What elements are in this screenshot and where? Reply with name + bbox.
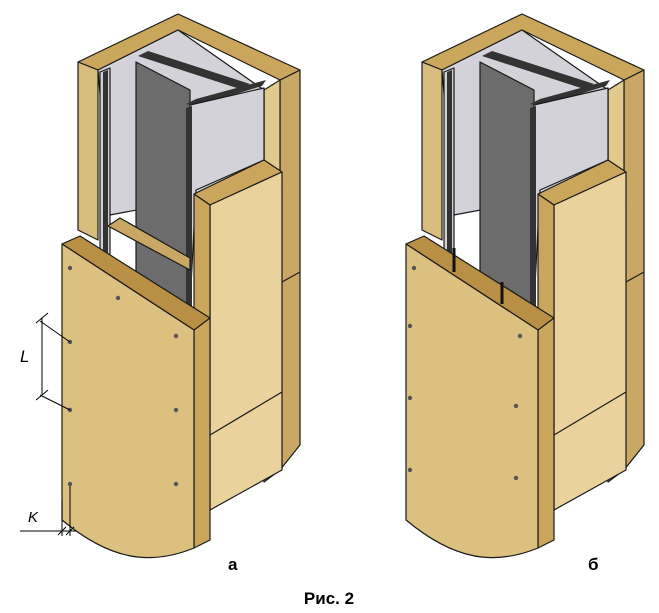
inner-board-left — [107, 217, 191, 271]
steel-flange-right-edge — [186, 106, 192, 312]
dim-spacing-label: L — [20, 347, 29, 366]
figure-caption: Рис. 2 — [304, 589, 354, 608]
right-board-front — [209, 171, 283, 511]
steel-bottom-flange — [186, 80, 266, 106]
screw-icon — [67, 481, 73, 487]
screw-icon — [115, 295, 121, 301]
right-board-joint — [209, 391, 283, 436]
dimension-l — [35, 312, 71, 411]
screw-icon — [407, 323, 413, 329]
screws-b — [407, 265, 523, 481]
right-board-front — [553, 171, 627, 511]
steel-flange-right-edge — [530, 106, 536, 312]
screw-icon — [173, 407, 179, 413]
steel-bottom-flange — [530, 80, 610, 106]
steel-top-flange — [138, 51, 250, 89]
dim-edge-label: K — [28, 509, 39, 526]
screw-icon — [517, 333, 523, 339]
front-panel-face — [405, 243, 539, 559]
steel-top-flange — [482, 51, 594, 89]
back-right-joint — [281, 271, 301, 283]
screw-icon — [173, 333, 179, 339]
back-right-joint — [625, 271, 645, 283]
steel-web — [135, 61, 191, 306]
steel-flange-left-edge — [103, 70, 108, 258]
screw-icon — [67, 265, 73, 271]
back-left-board — [77, 61, 99, 241]
right-board-joint — [553, 391, 627, 436]
variant-a-label: а — [228, 555, 238, 574]
right-board-side — [537, 193, 555, 549]
screw-icon — [407, 395, 413, 401]
steel-web — [479, 61, 535, 306]
back-left-board — [421, 61, 443, 241]
column-assembly-a: L K — [20, 13, 301, 559]
screw-icon — [513, 475, 519, 481]
screw-icon — [407, 467, 413, 473]
right-board-side — [193, 193, 211, 549]
back-right-board-side — [279, 69, 301, 471]
variant-b-label: б — [588, 555, 599, 574]
column-assembly-b — [405, 13, 645, 559]
back-right-board-side — [623, 69, 645, 471]
screw-icon — [513, 403, 519, 409]
screw-icon — [173, 481, 179, 487]
steel-flange-left-edge — [447, 70, 452, 258]
dimension-k — [20, 486, 76, 536]
screw-icon — [411, 265, 417, 271]
